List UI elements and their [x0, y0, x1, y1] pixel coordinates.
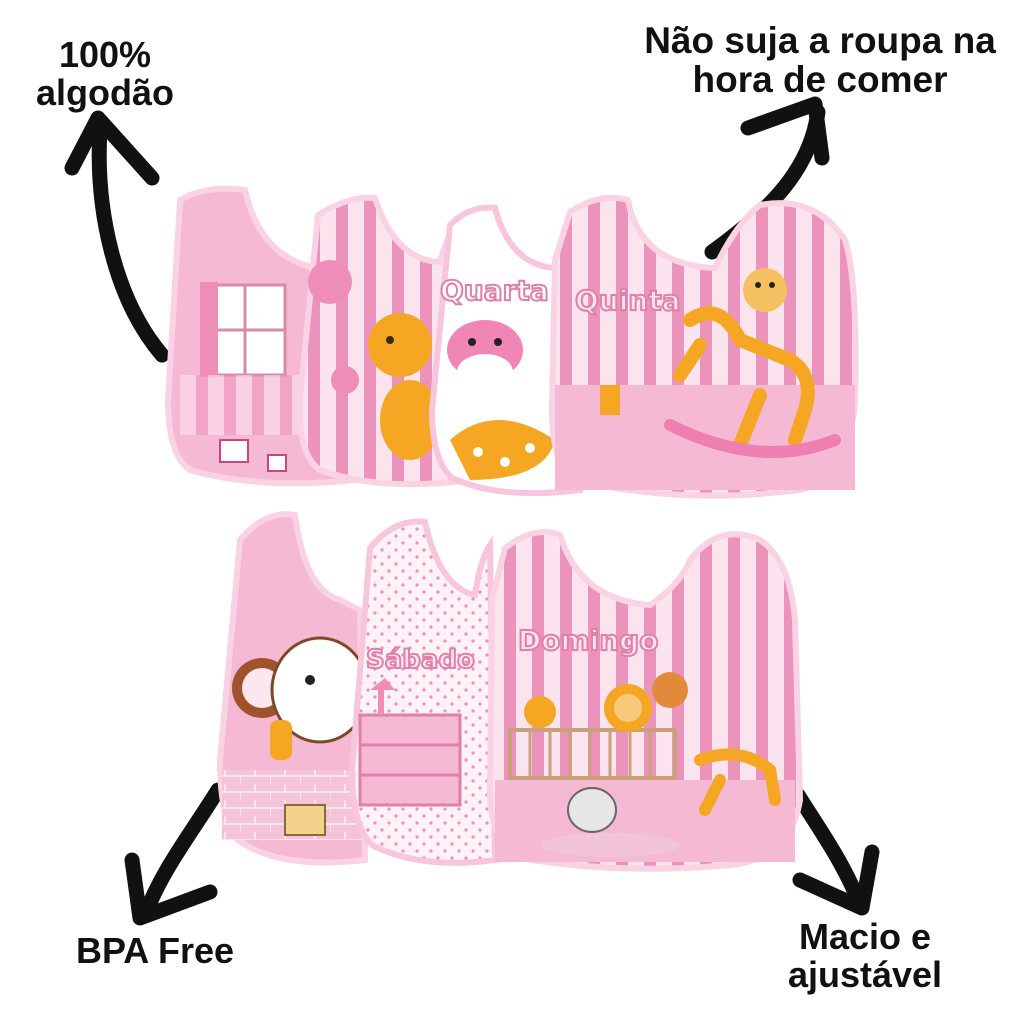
bib-label-quarta: Quarta [440, 274, 549, 307]
arrow-bottom-right [790, 787, 880, 916]
label-bpa-free: BPA Free [75, 930, 235, 971]
bib-quinta: Quinta [548, 194, 859, 499]
bib-label-sabado: Sábado [366, 645, 475, 675]
arrow-top-left [64, 110, 170, 363]
bib-label-quinta: Quinta [575, 284, 681, 317]
bib-domingo: Domingo [486, 529, 804, 872]
bib-label-domingo: Domingo [518, 624, 658, 657]
arrow-bottom-left [124, 782, 226, 926]
label-soft-adjustable: Macio e ajustável [787, 916, 943, 995]
bib-quarta: Quarta [428, 204, 584, 497]
label-no-dirty-clothes: Não suja a roupa na hora de comer [644, 20, 996, 100]
bib-elephant [216, 511, 370, 866]
label-cotton: 100% algodão [35, 34, 174, 113]
bib-sabado: Sábado [348, 518, 499, 866]
